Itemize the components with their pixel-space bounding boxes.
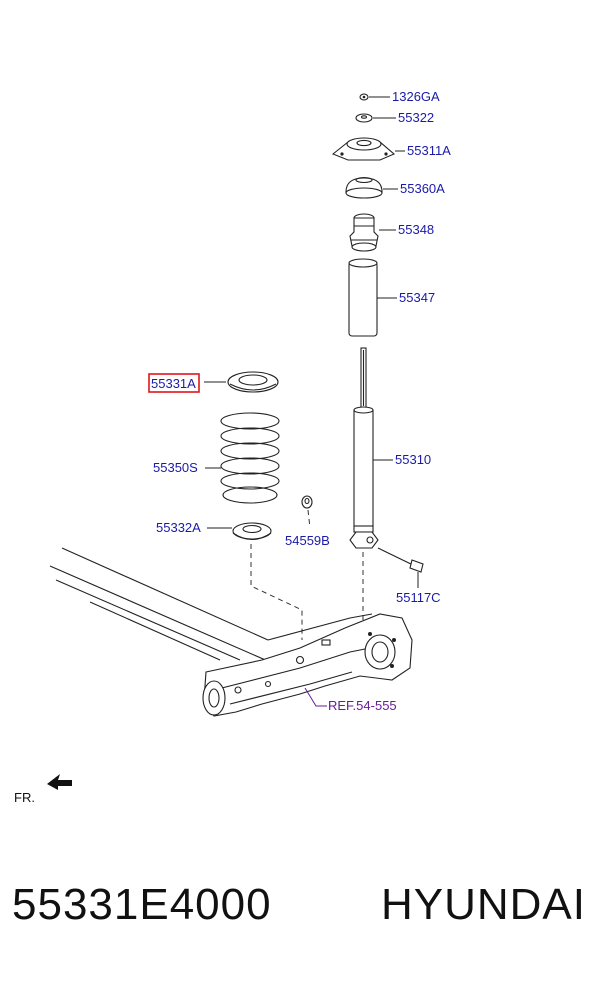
mount-55311a-part: [331, 137, 396, 161]
label-1326ga[interactable]: 1326GA: [392, 89, 440, 104]
bolt-54559b-part: [301, 495, 313, 509]
brand-caption: HYUNDAI: [380, 880, 586, 929]
label-ref[interactable]: REF.54-555: [328, 698, 397, 713]
nut-1326ga-part: [359, 93, 369, 101]
shock-absorber-55310-part: [349, 347, 379, 549]
label-55331a[interactable]: 55331A: [151, 376, 196, 391]
label-55310[interactable]: 55310: [395, 452, 431, 467]
footer: 55331E4000 HYUNDAI: [0, 880, 600, 950]
part-number-caption: 55331E4000: [12, 880, 272, 929]
front-orientation-label: FR.: [14, 790, 35, 805]
label-55347[interactable]: 55347: [399, 290, 435, 305]
washer-55322-part: [355, 113, 373, 123]
spring-seat-55331a-part: [227, 371, 279, 393]
front-direction-arrow-icon: [47, 774, 72, 790]
coil-spring-55350s-part: [220, 412, 280, 504]
rear-axle-beam: [49, 547, 413, 717]
label-55332a[interactable]: 55332A: [156, 520, 201, 535]
label-55360a[interactable]: 55360A: [400, 181, 445, 196]
label-55348[interactable]: 55348: [398, 222, 434, 237]
spring-pad-55332a-part: [232, 522, 272, 541]
label-54559b[interactable]: 54559B: [285, 533, 330, 548]
dust-cover-55347-part: [348, 258, 378, 337]
label-55350s[interactable]: 55350S: [153, 460, 198, 475]
bumper-55348-part: [349, 213, 379, 252]
label-55311a[interactable]: 55311A: [407, 143, 451, 158]
label-55117c[interactable]: 55117C: [396, 590, 441, 605]
label-55331a-highlight: [148, 373, 200, 393]
label-55322[interactable]: 55322: [398, 110, 434, 125]
cap-55360a-part: [345, 176, 383, 199]
bolt-55117c-part: [377, 547, 424, 573]
